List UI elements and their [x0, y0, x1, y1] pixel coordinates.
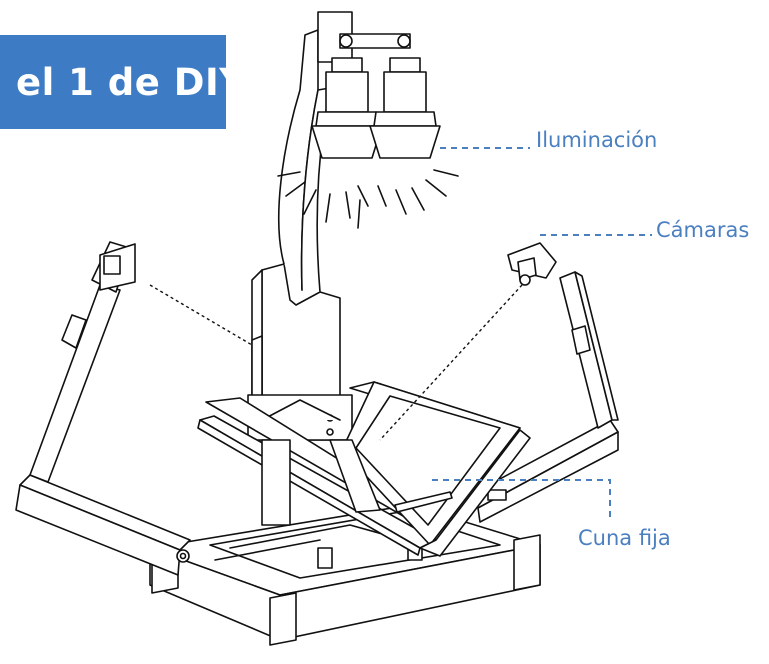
lamp-right	[369, 57, 441, 159]
camera-sight-lines	[149, 284, 523, 441]
cradle-leader	[432, 479, 611, 520]
lamp-left	[311, 57, 383, 159]
label-fixed-cradle: Cuna fija	[578, 526, 671, 550]
label-illumination: Iluminación	[536, 128, 658, 152]
left-camera-arm	[15, 241, 191, 576]
light-rays	[277, 169, 459, 229]
title-banner: el 1 de DIY	[0, 35, 226, 129]
central-column	[247, 263, 353, 441]
v-cradle	[197, 381, 531, 557]
base-frame	[149, 504, 541, 646]
label-cameras: Cámaras	[656, 218, 750, 242]
right-camera-arm	[469, 242, 619, 523]
